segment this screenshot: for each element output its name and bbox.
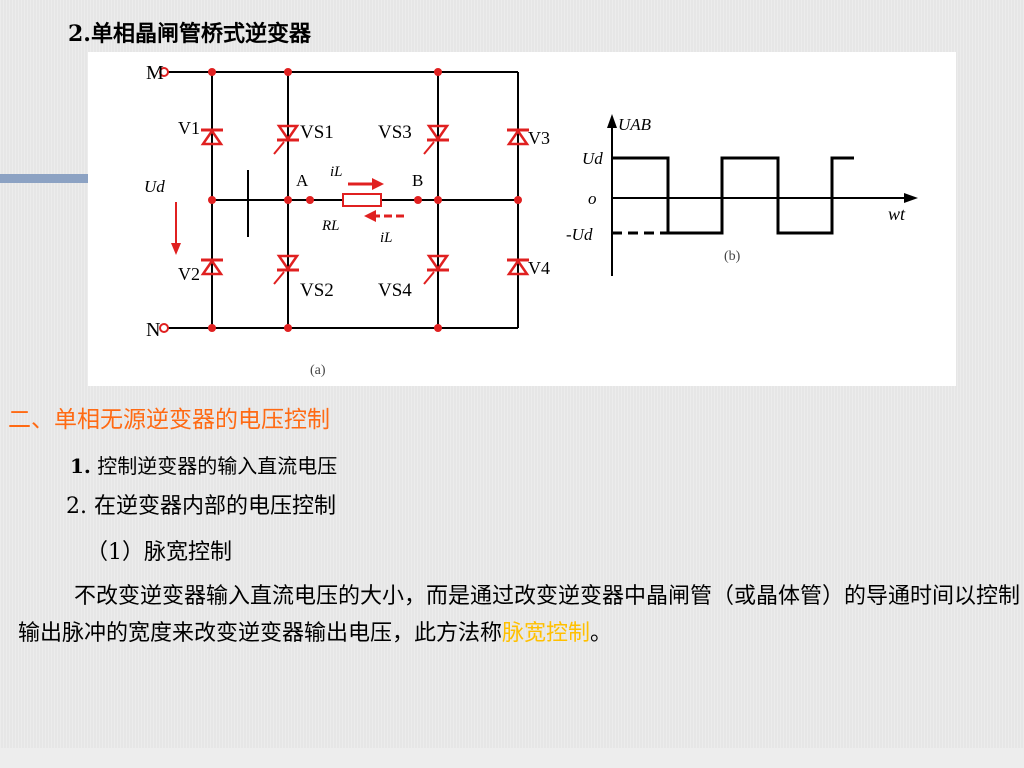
voltage-label: Ud: [144, 177, 165, 196]
load-label: RL: [321, 218, 340, 234]
node-b-label: B: [412, 171, 423, 190]
paragraph-main: 不改变逆变器输入直流电压的大小，而是通过改变逆变器中晶闸管（或晶体管）的导通时间…: [18, 584, 1021, 646]
thyristor-vs3: [423, 124, 451, 155]
waveform-x-label: wt: [888, 204, 906, 224]
junction-dots: [208, 68, 522, 332]
circuit-caption: (a): [310, 363, 326, 378]
figure-panel: M N A B Ud V1 V2 V3 V4 VS1 VS3 VS2 VS4 i…: [88, 52, 956, 386]
node-m-label: M: [146, 62, 164, 84]
list-item-1: 1. 控制逆变器的输入直流电压: [70, 450, 337, 479]
figure-svg: M N A B Ud V1 V2 V3 V4 VS1 VS3 VS2 VS4 i…: [144, 62, 918, 378]
load-resistor: [342, 193, 382, 207]
sub-item-pwm: （1）脉宽控制: [86, 540, 232, 565]
current-label-bottom: iL: [380, 230, 393, 246]
waveform-axes: [607, 114, 918, 276]
node-n-label: N: [146, 319, 160, 341]
thyristor-vs1: [273, 124, 301, 155]
voltage-arrow: [171, 202, 181, 255]
current-arrow-right: [348, 178, 384, 190]
list-item-2: 2. 在逆变器内部的电压控制: [66, 494, 336, 519]
thyristor-vs2: [273, 254, 301, 285]
list-item-1-text: 控制逆变器的输入直流电压: [97, 454, 338, 478]
waveform-high-label: Ud: [582, 149, 603, 168]
section-heading: 二、单相无源逆变器的电压控制: [8, 407, 330, 433]
slide-title: 2.单相晶闸管桥式逆变器: [68, 21, 311, 47]
paragraph-highlight: 脉宽控制: [502, 621, 591, 646]
vs1-label: VS1: [300, 122, 334, 143]
vs4-label: VS4: [378, 280, 412, 301]
terminal-n: [159, 323, 169, 333]
current-label-top: iL: [330, 164, 343, 180]
v4-label: V4: [528, 258, 550, 278]
body-paragraph: 不改变逆变器输入直流电压的大小，而是通过改变逆变器中晶闸管（或晶体管）的导通时间…: [18, 578, 1022, 652]
waveform-y-label: UAB: [618, 115, 652, 134]
v1-label: V1: [178, 118, 200, 138]
waveform-trace: [612, 156, 854, 235]
v2-label: V2: [178, 264, 200, 284]
v3-label: V3: [528, 128, 550, 148]
terminal-m: [159, 67, 169, 77]
vs2-label: VS2: [300, 280, 334, 301]
waveform-caption: (b): [724, 249, 741, 264]
thyristor-vs4: [423, 254, 451, 285]
footer-band: [0, 748, 1024, 768]
waveform-low-label: -Ud: [566, 225, 593, 244]
paragraph-end: 。: [590, 621, 613, 646]
accent-bar: [0, 174, 88, 183]
vs3-label: VS3: [378, 122, 412, 143]
waveform-zero-label: o: [588, 189, 597, 208]
current-arrow-left: [364, 210, 406, 222]
node-a-label: A: [296, 171, 309, 190]
list-item-1-number: 1.: [70, 454, 91, 478]
